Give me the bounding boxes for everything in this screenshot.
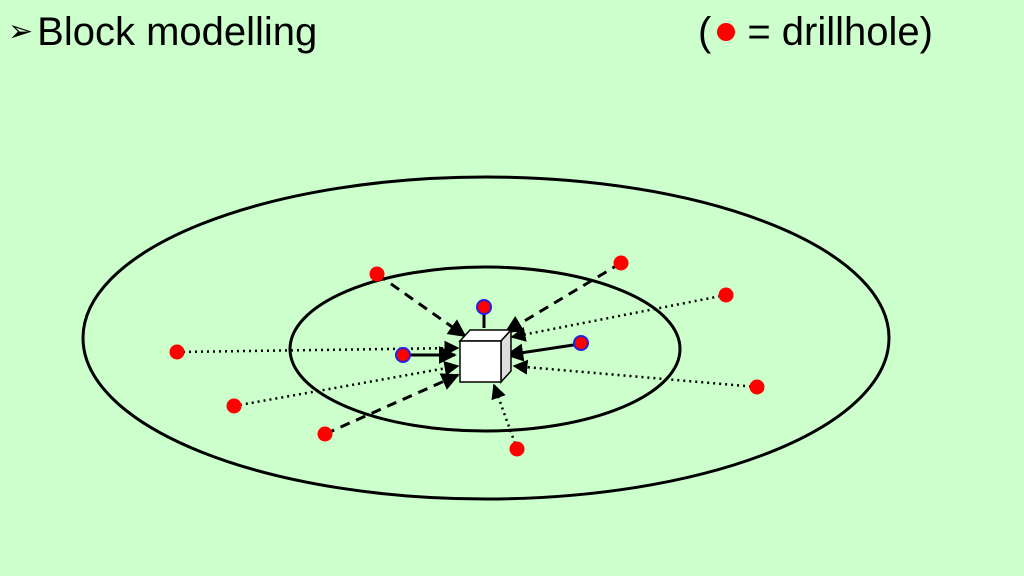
drillhole-dot: [226, 398, 242, 414]
dotted-line: [491, 383, 519, 450]
dotted-line: [233, 360, 460, 408]
slide-title-text: Block modelling: [37, 10, 318, 54]
drillhole-dot: [169, 344, 185, 360]
block-cube-icon: [458, 328, 513, 384]
drillhole-dot: [718, 287, 734, 303]
legend-open-paren: (: [698, 10, 712, 54]
dashed-line: [324, 373, 460, 436]
dashed-line: [376, 272, 467, 338]
drillhole-dot-near: [476, 299, 492, 315]
dashed-line: [504, 261, 622, 334]
drillhole-dot-near: [395, 347, 411, 363]
inner-search-ellipse: [288, 265, 682, 433]
solid-line: [505, 342, 581, 362]
legend-text: = drillhole): [747, 10, 933, 54]
dotted-line: [510, 293, 727, 342]
drillhole-legend-icon: [717, 23, 736, 41]
drillhole-dot: [613, 255, 629, 271]
legend: ( = drillhole): [698, 6, 933, 58]
arrow-bullet-icon: ➢: [8, 15, 34, 48]
slide-title: ➢ Block modelling: [8, 6, 317, 58]
outer-search-ellipse: [81, 175, 891, 501]
drillhole-dot-near: [573, 335, 589, 351]
dotted-line: [512, 359, 758, 389]
drillhole-dot: [749, 379, 765, 395]
drillhole-dot: [317, 426, 333, 442]
drillhole-dot: [369, 266, 385, 282]
drillhole-dot: [509, 441, 525, 457]
dotted-line: [176, 340, 460, 356]
